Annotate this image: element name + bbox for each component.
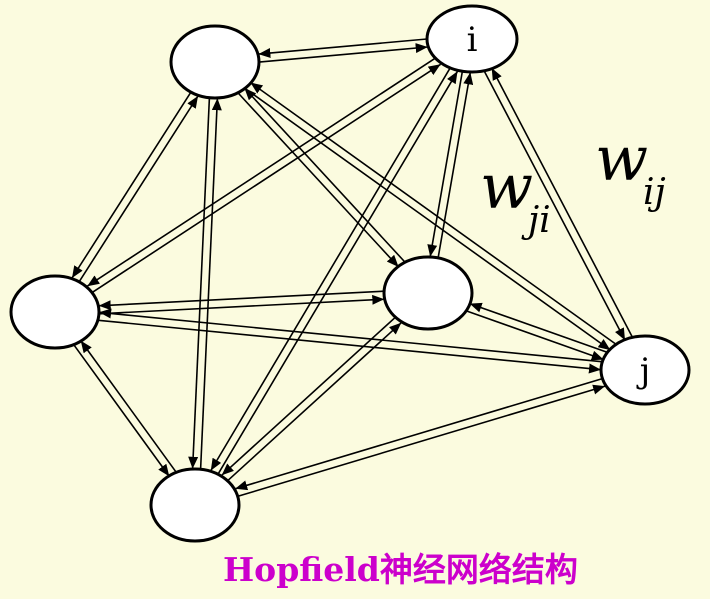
edge-top-left-to-center <box>238 92 400 268</box>
neuron-node-bottom <box>149 467 241 543</box>
edge-j-to-center <box>469 302 607 353</box>
weight-label-wij: w ij <box>595 122 666 213</box>
diagram-caption: Hopfield神经网络结构 <box>223 550 578 589</box>
node-label-j: j <box>636 351 651 391</box>
edge-bottom-to-i <box>217 70 459 476</box>
weight-label-wji: w ji <box>480 150 551 241</box>
edge-top-left-to-i <box>259 43 428 63</box>
edge-j-to-bottom <box>234 377 604 491</box>
edge-top-left-to-j <box>245 88 611 351</box>
edge-center-to-top-left <box>243 87 405 263</box>
neuron-node-j <box>599 334 691 406</box>
network-edges <box>71 38 633 498</box>
neuron-node-top-left <box>169 24 261 100</box>
edge-bottom-to-j <box>237 384 606 498</box>
neuron-node-left <box>9 274 101 350</box>
edge-left-to-center <box>99 294 385 315</box>
edge-j-to-top-left <box>249 81 616 345</box>
edge-top-left-to-bottom <box>188 97 211 469</box>
network-nodes: ij <box>9 4 691 543</box>
edge-center-to-left <box>98 290 384 311</box>
edge-center-to-j <box>466 310 604 361</box>
edge-i-to-top-left <box>258 38 428 59</box>
edge-i-to-bottom <box>210 66 452 472</box>
edge-center-to-i <box>437 72 474 259</box>
weight-wji-symbol: w <box>480 150 533 223</box>
weight-wij-symbol: w <box>595 122 648 195</box>
edge-bottom-to-center <box>226 322 402 482</box>
neuron-node-center <box>382 255 474 331</box>
edge-i-to-j <box>483 71 626 341</box>
edge-left-to-top-left <box>78 95 199 283</box>
edge-bottom-to-top-left <box>199 98 222 470</box>
neuron-node-i <box>425 4 519 74</box>
node-label-i: i <box>467 20 478 60</box>
edge-left-to-bottom <box>73 344 170 477</box>
edge-bottom-to-left <box>80 340 177 473</box>
edge-left-to-j <box>98 319 602 374</box>
edge-i-to-left <box>86 56 437 287</box>
edge-j-to-left <box>99 308 602 363</box>
edge-i-to-center <box>427 70 464 257</box>
edge-top-left-to-left <box>71 91 192 279</box>
edge-center-to-bottom <box>221 316 397 476</box>
edge-j-to-i <box>490 67 633 337</box>
weight-wij-subscript: ij <box>643 172 666 213</box>
edge-left-to-i <box>91 63 442 294</box>
